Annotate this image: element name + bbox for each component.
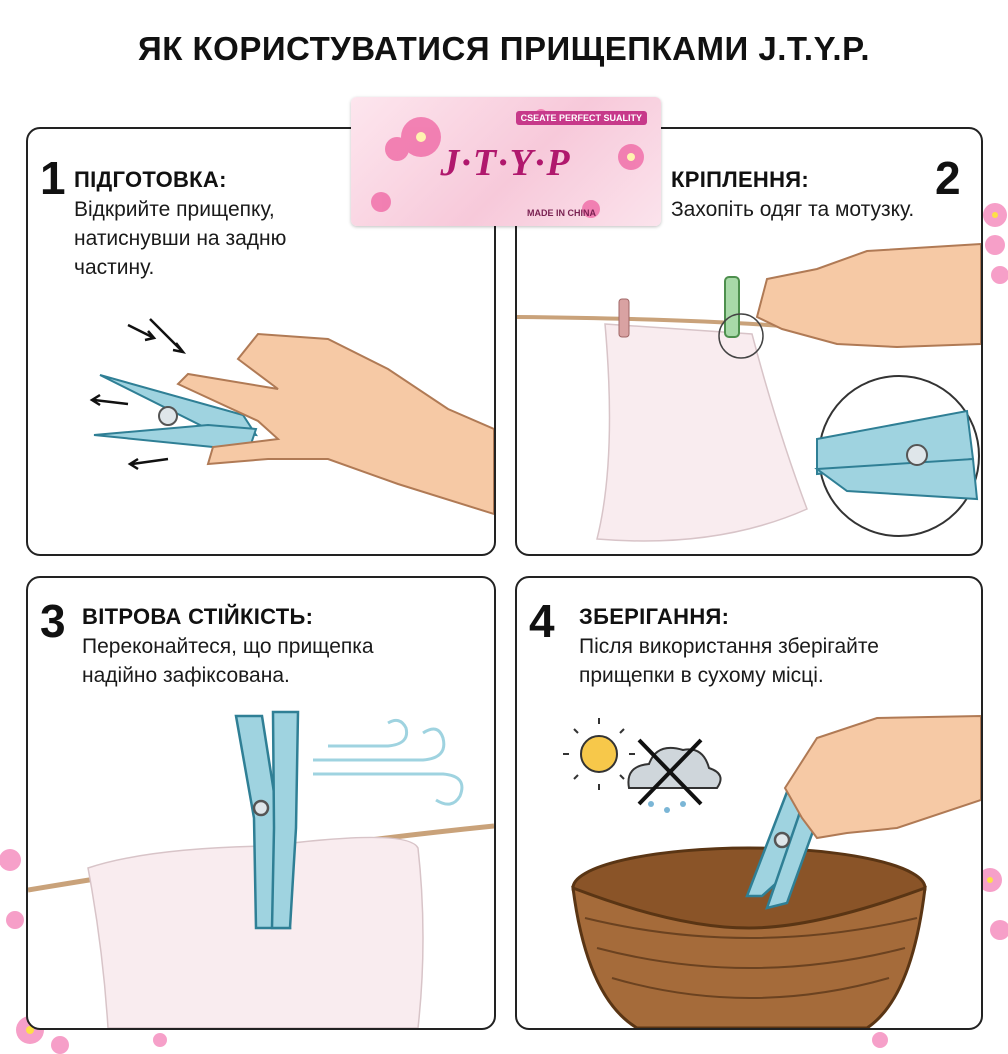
step-description: Відкрийте прищепку, натиснувши на задню … xyxy=(74,195,286,282)
hand-icon xyxy=(755,242,981,349)
step-4-panel: 4 ЗБЕРІГАННЯ: Після використання зберіга… xyxy=(515,576,983,1030)
brand-logo: J·T·Y·P xyxy=(440,142,572,184)
wind-icon xyxy=(313,718,464,806)
arrow-icon xyxy=(89,318,187,471)
clothespin-icon xyxy=(814,409,979,501)
step-line: Після використання зберігайте xyxy=(579,635,879,658)
step-line: Переконайтеся, що прищепка xyxy=(82,635,374,658)
wind-resistance-illustration xyxy=(28,710,494,1028)
basket-icon xyxy=(571,846,927,1028)
clothespin-icon xyxy=(618,276,740,338)
step-heading: КРІПЛЕННЯ: xyxy=(671,167,810,192)
fabric-illustration xyxy=(596,323,808,542)
flower-icon xyxy=(371,109,644,218)
attach-clothespin-illustration xyxy=(517,242,981,542)
step-number: 2 xyxy=(935,152,961,204)
sun-icon xyxy=(563,718,635,790)
step-line: Захопіть одяг та мотузку. xyxy=(671,198,915,221)
step-heading: ЗБЕРІГАННЯ: xyxy=(579,604,730,629)
step-line: частину. xyxy=(74,256,155,279)
brand-badge: CSEATE PERFECT SUALITY J·T·Y·P MADE IN C… xyxy=(351,97,661,226)
step-description: Після використання зберігайте прищепки в… xyxy=(579,632,879,690)
clothespin-icon xyxy=(93,374,259,448)
hand-icon xyxy=(783,714,981,840)
badge-made-in: MADE IN CHINA xyxy=(527,208,596,218)
clothespin-icon xyxy=(234,710,300,930)
storage-illustration xyxy=(563,714,981,1028)
step-heading: ВІТРОВА СТІЙКІСТЬ: xyxy=(82,604,314,629)
step-description: Переконайтеся, що прищепка надійно зафік… xyxy=(82,632,374,690)
step-number: 3 xyxy=(40,595,66,647)
step-number: 4 xyxy=(529,595,555,647)
badge-tagline: CSEATE PERFECT SUALITY xyxy=(515,111,647,125)
step-line: натиснувши на задню xyxy=(74,227,287,250)
step-number: 1 xyxy=(40,152,66,204)
step-3-panel: 3 ВІТРОВА СТІЙКІСТЬ: Переконайтеся, що п… xyxy=(26,576,496,1030)
hand-icon xyxy=(176,332,494,516)
step-line: Відкрийте прищепку, xyxy=(74,198,275,221)
step-line: прищепки в сухому місці. xyxy=(579,664,824,687)
step-description: Захопіть одяг та мотузку. xyxy=(671,195,914,224)
step-line: надійно зафіксована. xyxy=(82,664,290,687)
step-heading: ПІДГОТОВКА: xyxy=(74,167,227,192)
open-clothespin-illustration xyxy=(89,318,494,516)
cross-icon xyxy=(637,738,703,806)
page-title: ЯК КОРИСТУВАТИСЯ ПРИЩЕПКАМИ J.T.Y.P. xyxy=(137,30,871,67)
fabric-illustration xyxy=(87,836,424,1028)
